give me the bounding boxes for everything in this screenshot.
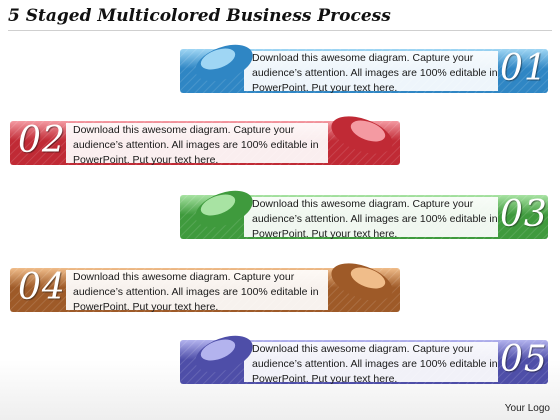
ribbon-text-panel-4	[66, 270, 328, 310]
ribbon-roll-3	[180, 190, 548, 239]
step-4-number: 04	[18, 267, 66, 308]
ribbon-roll-4	[10, 263, 400, 312]
ribbon-text-panel-3	[244, 197, 498, 237]
ribbon-text-panel-2	[66, 123, 328, 163]
ribbon-curl-highlight-5	[200, 339, 236, 361]
process-step-5: Download this awesome diagram. Capture y…	[0, 332, 560, 390]
title-divider	[8, 30, 552, 31]
logo-placeholder: Your Logo	[504, 403, 550, 414]
process-step-4: Download this awesome diagram. Capture y…	[0, 260, 560, 318]
step-2-number: 02	[18, 120, 66, 161]
page-title: 5 Staged Multicolored Business Process	[8, 6, 391, 26]
step-1-text: Download this awesome diagram. Capture y…	[252, 52, 498, 94]
ribbon-roll-1	[180, 44, 548, 93]
step-1-number: 01	[500, 48, 548, 89]
ribbon-curl-highlight-1	[200, 48, 236, 70]
step-4-text: Download this awesome diagram. Capture y…	[73, 271, 319, 313]
ribbon-curl-highlight-2	[350, 120, 386, 142]
ribbon-roll-5	[180, 335, 548, 384]
process-step-2: Download this awesome diagram. Capture y…	[0, 113, 560, 171]
step-3-number: 03	[500, 194, 548, 235]
step-2-text: Download this awesome diagram. Capture y…	[73, 124, 319, 166]
step-5-text: Download this awesome diagram. Capture y…	[252, 343, 498, 385]
process-step-1: Download this awesome diagram. Capture y…	[0, 41, 560, 99]
ribbon-roll-2	[10, 116, 400, 165]
step-5-number: 05	[500, 339, 548, 380]
ribbon-curl-highlight-3	[200, 194, 236, 216]
ribbon-curl-highlight-4	[350, 267, 386, 289]
process-step-3: Download this awesome diagram. Capture y…	[0, 187, 560, 245]
ribbon-text-panel-5	[244, 342, 498, 382]
ribbon-text-panel-1	[244, 51, 498, 91]
step-3-text: Download this awesome diagram. Capture y…	[252, 198, 498, 240]
